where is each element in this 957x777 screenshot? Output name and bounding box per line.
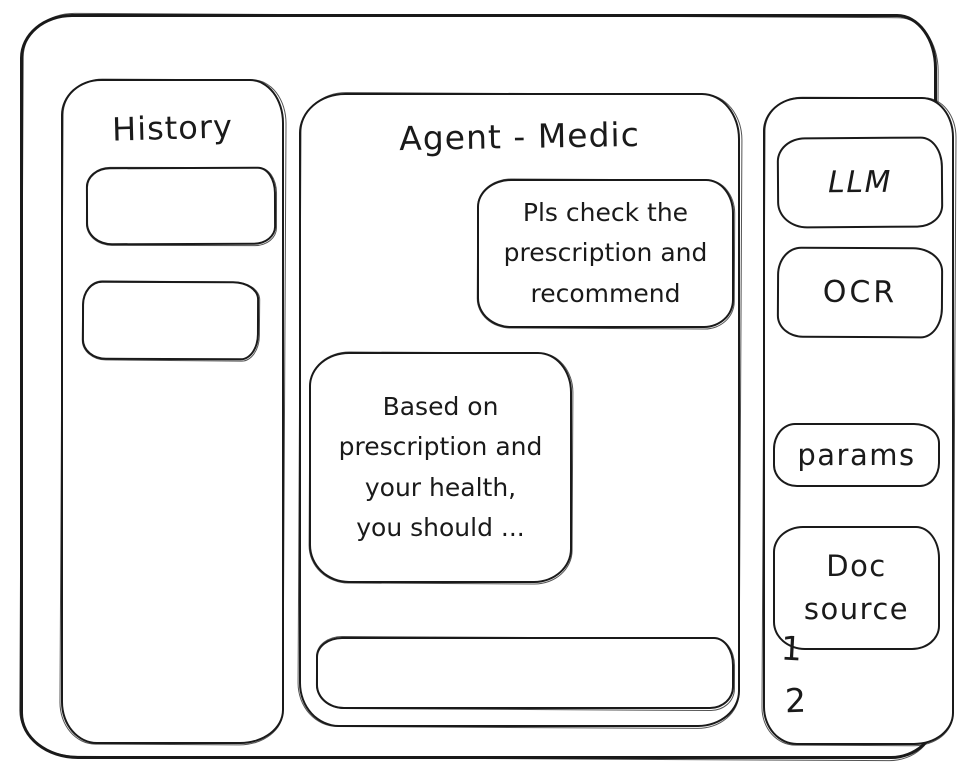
params-button[interactable]: params — [773, 423, 940, 487]
doc-source-button[interactable]: Doc source — [773, 526, 940, 650]
llm-button[interactable]: LLM — [776, 136, 944, 229]
history-item-1[interactable] — [85, 166, 277, 246]
history-panel: History — [61, 79, 284, 744]
tools-panel: LLM OCR params Doc source 1 2 — [763, 97, 954, 745]
chat-panel: Agent - Medic Pls check the prescription… — [299, 93, 740, 727]
agent-message-bubble: Based on prescription and your health, y… — [309, 352, 572, 583]
message-input-box[interactable] — [316, 637, 734, 709]
doc-source-item-2[interactable]: 2 — [784, 680, 807, 721]
ocr-button[interactable]: OCR — [776, 246, 944, 339]
message-input[interactable] — [318, 639, 732, 707]
agent-message-text: Based on prescription and your health, y… — [338, 391, 543, 543]
history-title: History — [111, 107, 234, 149]
history-item-2[interactable] — [81, 280, 260, 361]
user-message-text: Pls check the prescription and recommend — [503, 197, 708, 308]
user-message-bubble: Pls check the prescription and recommend — [477, 179, 734, 328]
chat-title: Agent - Medic — [398, 114, 641, 159]
app-frame: History Agent - Medic Pls check the pres… — [20, 14, 954, 759]
doc-source-item-1[interactable]: 1 — [779, 628, 804, 669]
